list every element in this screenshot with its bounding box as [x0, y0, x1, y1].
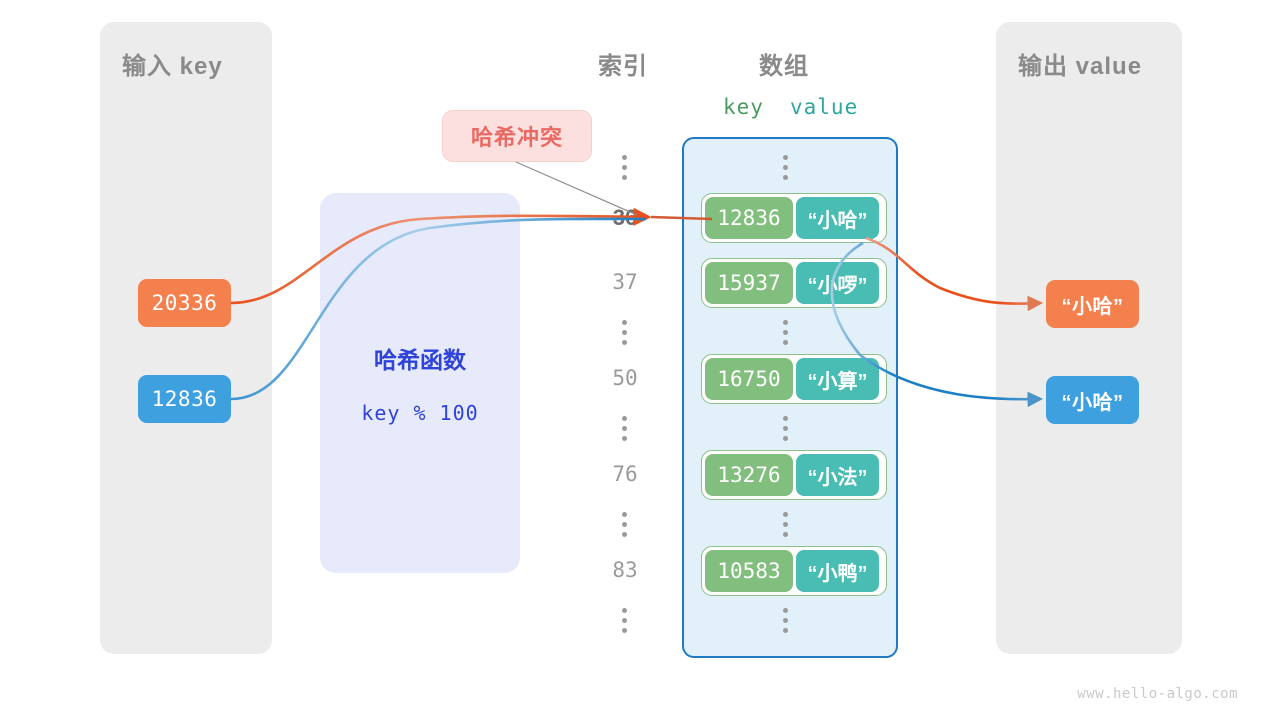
index-label-50: 50 [612, 366, 638, 390]
array-ellipsis-1 [783, 320, 788, 345]
input-key-text-1: 20336 [151, 291, 218, 315]
bucket-value-50: “小算” [796, 358, 879, 400]
output-value-text-2: “小哈” [1061, 391, 1124, 414]
bucket-row-50: 16750 “小算” [701, 354, 887, 404]
index-label-76: 76 [612, 462, 638, 486]
bucket-row-36: 12836 “小哈” [701, 193, 887, 243]
index-ellipsis-bottom [622, 608, 627, 633]
array-ellipsis-top [783, 155, 788, 180]
index-ellipsis-top [622, 155, 627, 180]
bucket-value-83: “小鸭” [796, 550, 879, 592]
output-value-text-1: “小哈” [1061, 295, 1124, 318]
array-ellipsis-bottom [783, 608, 788, 633]
input-panel-title: 输入 key [122, 53, 223, 80]
input-key-chip-2: 12836 [138, 375, 231, 423]
hash-function-formula: key % 100 [361, 401, 479, 425]
index-ellipsis-1 [622, 320, 627, 345]
index-label-37: 37 [612, 270, 638, 294]
hash-collision-callout: 哈希冲突 [442, 110, 592, 162]
input-panel [100, 22, 272, 654]
bucket-value-76: “小法” [796, 454, 879, 496]
output-value-chip-1: “小哈” [1046, 280, 1139, 328]
input-key-text-2: 12836 [151, 387, 218, 411]
index-label-36: 36 [612, 205, 638, 230]
hash-function-box: 哈希函数 key % 100 [320, 193, 520, 573]
bucket-key-36: 12836 [705, 197, 793, 239]
array-column-title: 数组 [759, 53, 809, 80]
hash-collision-label: 哈希冲突 [470, 125, 563, 150]
array-ellipsis-2 [783, 416, 788, 441]
bucket-row-37: 15937 “小啰” [701, 258, 887, 308]
index-ellipsis-2 [622, 416, 627, 441]
bucket-row-76: 13276 “小法” [701, 450, 887, 500]
bucket-row-83: 10583 “小鸭” [701, 546, 887, 596]
index-ellipsis-3 [622, 512, 627, 537]
array-ellipsis-3 [783, 512, 788, 537]
bucket-key-37: 15937 [705, 262, 793, 304]
bucket-key-83: 10583 [705, 550, 793, 592]
output-panel-title: 输出 value [1018, 53, 1143, 80]
hash-function-title: 哈希函数 [374, 347, 466, 373]
index-label-83: 83 [612, 558, 638, 582]
watermark: www.hello-algo.com [1077, 686, 1238, 702]
index-column-title: 索引 [598, 53, 648, 80]
input-key-chip-1: 20336 [138, 279, 231, 327]
bucket-value-37: “小啰” [796, 262, 879, 304]
key-column-label: key [723, 95, 764, 119]
bucket-key-50: 16750 [705, 358, 793, 400]
bucket-key-76: 13276 [705, 454, 793, 496]
value-column-label: value [790, 95, 859, 119]
output-panel [996, 22, 1182, 654]
bucket-value-36: “小哈” [796, 197, 879, 239]
output-value-chip-2: “小哈” [1046, 376, 1139, 424]
